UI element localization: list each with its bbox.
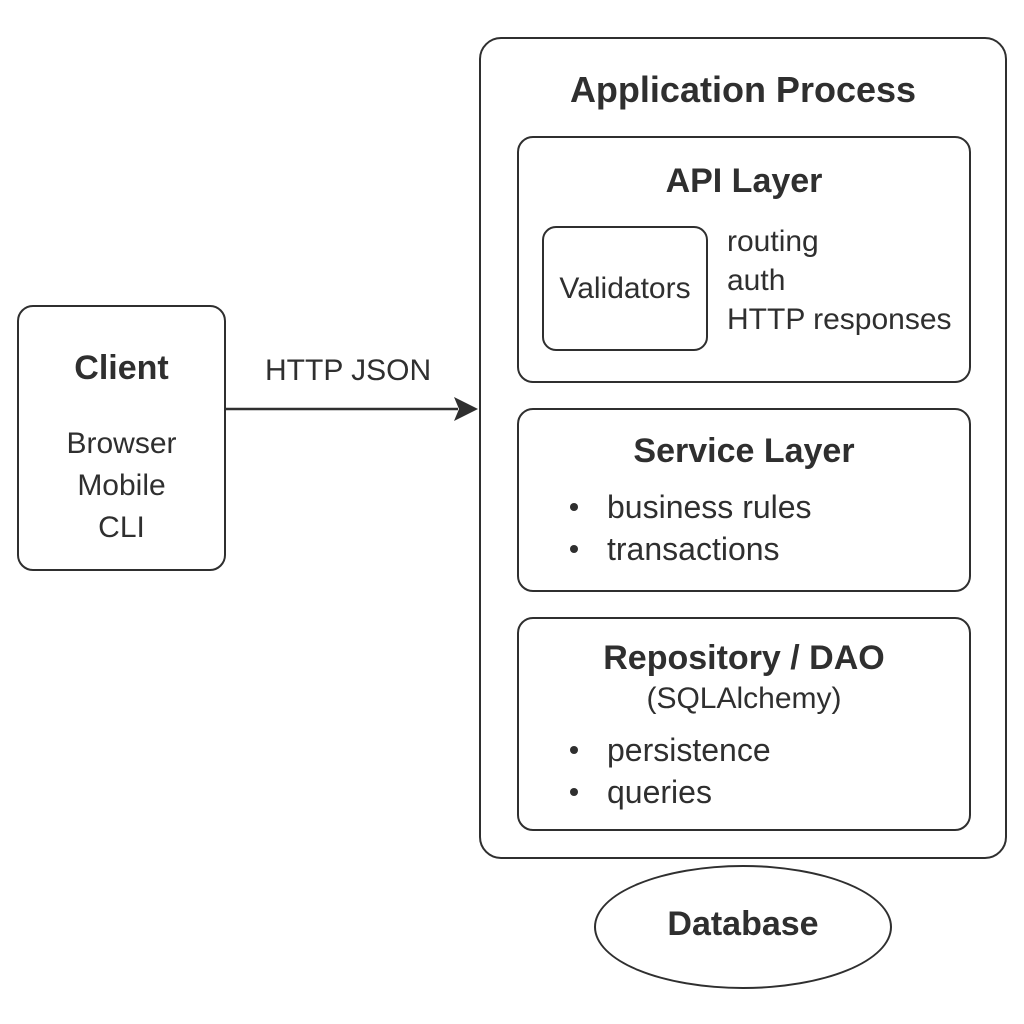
database-ellipse: Database: [594, 865, 892, 989]
service-layer-title: Service Layer: [633, 432, 855, 470]
repository-layer-box: Repository / DAO (SQLAlchemy) persistenc…: [517, 617, 971, 831]
bullet-dot-icon: [570, 746, 578, 754]
application-process-title: Application Process: [569, 69, 917, 110]
service-bullet-text: transactions: [607, 531, 780, 567]
request-arrow-head: [454, 397, 478, 421]
connection-label: HTTP JSON: [265, 354, 432, 387]
api-responsibility-auth: auth: [727, 264, 786, 297]
client-list: Browser Mobile CLI: [19, 423, 224, 549]
repository-layer-title: Repository / DAO: [603, 639, 885, 677]
request-arrow: [224, 397, 478, 421]
service-bullet-business-rules: business rules: [570, 486, 812, 528]
repository-layer-list: persistence queries: [570, 729, 771, 813]
client-box: Client Browser Mobile CLI: [17, 305, 226, 571]
api-responsibilities: routing auth HTTP responses: [727, 222, 952, 339]
client-item-cli: CLI: [98, 511, 145, 544]
validators-label: Validators: [559, 272, 691, 305]
bullet-dot-icon: [570, 545, 578, 553]
api-layer-box: API Layer Validators routing auth HTTP r…: [517, 136, 971, 383]
repository-bullet-queries: queries: [570, 771, 771, 813]
repository-bullet-persistence: persistence: [570, 729, 771, 771]
client-item-mobile: Mobile: [77, 469, 166, 502]
service-layer-list: business rules transactions: [570, 486, 812, 570]
service-layer-box: Service Layer business rules transaction…: [517, 408, 971, 592]
application-process-box: Application Process API Layer Validators…: [479, 37, 1007, 859]
validators-box: Validators: [542, 226, 708, 351]
service-bullet-transactions: transactions: [570, 528, 812, 570]
client-title: Client: [74, 349, 169, 387]
api-responsibility-routing: routing: [727, 225, 819, 258]
bullet-dot-icon: [570, 788, 578, 796]
database-label: Database: [667, 905, 819, 943]
repository-layer-subtitle: (SQLAlchemy): [646, 682, 842, 715]
service-bullet-text: business rules: [607, 489, 812, 525]
api-layer-title: API Layer: [665, 162, 823, 200]
repository-bullet-text: persistence: [607, 732, 771, 768]
bullet-dot-icon: [570, 503, 578, 511]
api-responsibility-http-responses: HTTP responses: [727, 303, 952, 336]
client-item-browser: Browser: [66, 427, 177, 460]
repository-bullet-text: queries: [607, 774, 712, 810]
